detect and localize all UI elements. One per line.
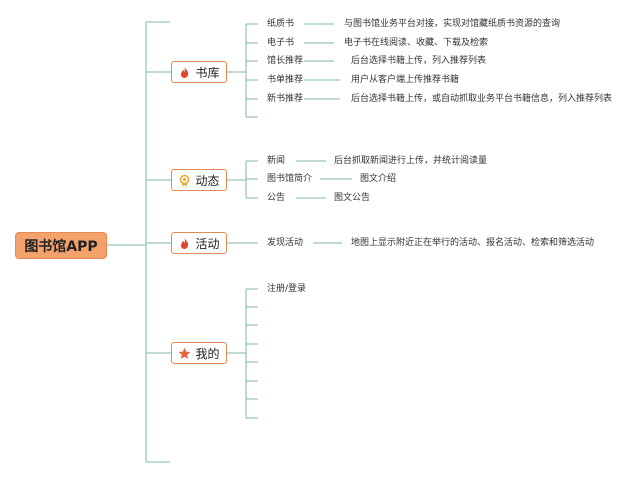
leaf-item[interactable]: 新闻 [267, 156, 286, 166]
leaf-item[interactable]: 图书馆简介 [267, 174, 313, 184]
leaf-description: 后台选择书籍上传，或自动抓取业务平台书籍信息，列入推荐列表 [351, 94, 613, 104]
flame-icon [178, 237, 191, 250]
category-label: 我的 [195, 346, 220, 361]
leaf-description: 用户从客户端上传推荐书籍 [351, 75, 460, 85]
category-node-huodong[interactable]: 活动 [171, 232, 227, 254]
leaf-item[interactable]: 公告 [267, 193, 286, 203]
leaf-description: 地图上显示附近正在举行的活动、报名活动、检索和筛选活动 [351, 238, 595, 248]
leaf-item[interactable]: 纸质书 [267, 19, 295, 29]
leaf-description: 后台抓取新闻进行上传，并统计阅读量 [334, 156, 488, 166]
leaf-item[interactable]: 馆长推荐 [267, 56, 304, 66]
category-node-wode[interactable]: 我的 [171, 342, 227, 364]
category-label: 书库 [195, 65, 220, 80]
leaf-item[interactable]: 新书推荐 [267, 94, 304, 104]
leaf-item[interactable]: 发现活动 [267, 238, 304, 248]
flame-icon [178, 66, 191, 79]
leaf-description: 图文公告 [334, 193, 371, 203]
leaf-description: 图文介绍 [360, 174, 397, 184]
category-node-shuku[interactable]: 书库 [171, 61, 227, 83]
root-node[interactable]: 图书馆APP [15, 232, 107, 259]
leaf-item[interactable]: 注册/登录 [267, 284, 307, 294]
category-node-dongtai[interactable]: 动态 [171, 169, 227, 191]
category-label: 动态 [195, 173, 220, 188]
star-icon [178, 347, 191, 360]
leaf-description: 与图书馆业务平台对接，实现对馆藏纸质书资源的查询 [344, 19, 561, 29]
badge-icon [178, 174, 191, 187]
leaf-description: 电子书在线阅读、收藏、下载及检索 [344, 38, 489, 48]
leaf-description: 后台选择书籍上传，列入推荐列表 [351, 56, 487, 66]
leaf-item[interactable]: 电子书 [267, 38, 295, 48]
leaf-item[interactable]: 书单推荐 [267, 75, 304, 85]
category-label: 活动 [195, 236, 220, 251]
